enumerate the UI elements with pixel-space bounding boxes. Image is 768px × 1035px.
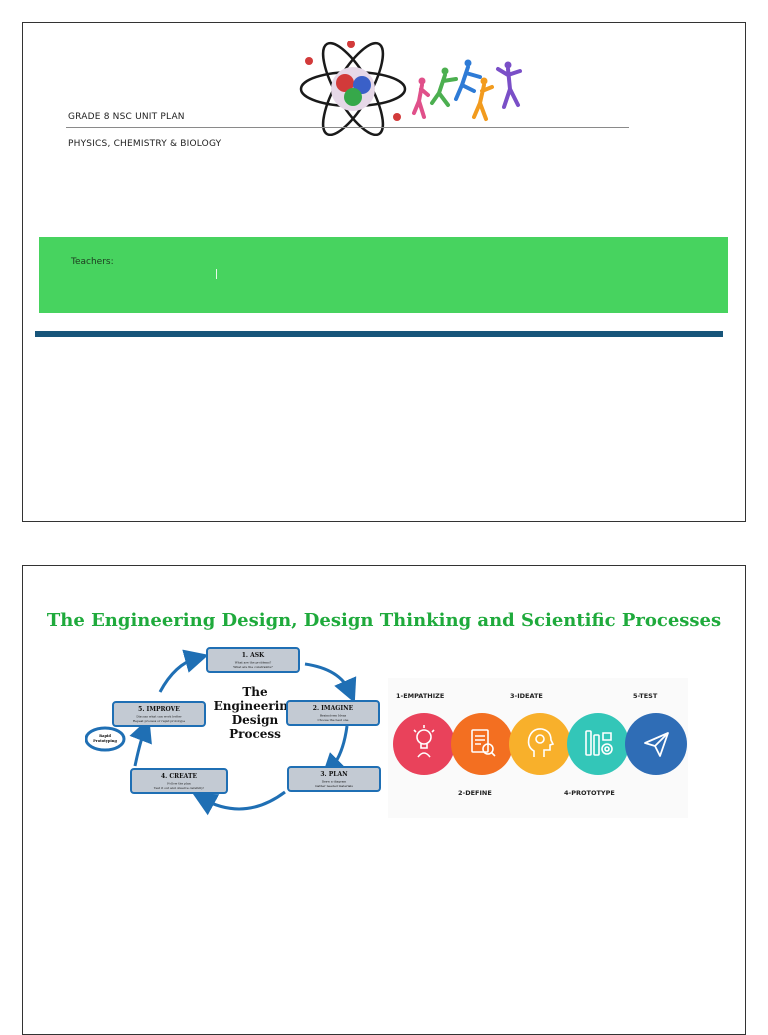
step-bullet: Brainstorm Ideas	[320, 714, 347, 718]
teachers-band: Teachers:	[39, 237, 728, 313]
step-bullet: What are the problems?	[235, 661, 272, 665]
step-imagine: 2. IMAGINE Brainstorm Ideas Choose the b…	[286, 700, 380, 726]
cycle-arrow-2	[321, 725, 349, 778]
step-improve: 5. IMPROVE Discuss what can work better …	[112, 701, 206, 727]
cycle-arrow-4	[129, 717, 152, 767]
cycle-arrow-1	[304, 662, 357, 704]
stage-label-define: 2-DEFINE	[458, 789, 492, 797]
step-plan: 3. PLAN Draw a diagram Gather needed mat…	[287, 766, 381, 792]
step-bullet: Repeat process or rapid prototype	[133, 719, 185, 723]
cycle-arrow-3	[192, 790, 286, 816]
step-title: 4. CREATE	[161, 773, 197, 780]
step-bullet: Choose the best one	[318, 718, 349, 722]
unit-plan-subtitle: PHYSICS, CHEMISTRY & BIOLOGY	[68, 139, 222, 149]
edp-title-line4: Process	[229, 727, 281, 741]
paper-plane-icon	[644, 732, 669, 757]
document-search-icon	[471, 729, 496, 757]
tools-gear-icon	[585, 730, 613, 756]
step-title: 1. ASK	[242, 652, 265, 659]
step-bullet: Test it out and observe carefully!	[154, 786, 204, 790]
process-page-title: The Engineering Design, Design Thinking …	[46, 610, 722, 631]
stage-label-empathize: 1-EMPATHIZE	[396, 692, 445, 700]
step-bullet: What are the constraints?	[233, 665, 273, 669]
step-title: 2. IMAGINE	[313, 705, 354, 712]
step-title: 5. IMPROVE	[138, 706, 180, 713]
empathize-circle	[393, 713, 455, 775]
define-circle	[451, 713, 513, 775]
ideate-circle	[509, 713, 571, 775]
text-cursor[interactable]	[216, 269, 217, 279]
step-title: 3. PLAN	[320, 771, 348, 778]
loop-label-line1: Rapid	[99, 734, 111, 738]
engineering-design-process-diagram: Rapid Prototyping The Engineering Design…	[84, 644, 385, 823]
step-bullet: Follow the plan	[167, 782, 191, 786]
cover-page: GRADE 8 NSC UNIT PLAN PHYSICS, CHEMISTRY…	[22, 22, 746, 522]
process-page: The Engineering Design, Design Thinking …	[22, 565, 746, 1035]
edp-title-line3: Design	[232, 713, 279, 727]
cycle-arrow-5	[158, 649, 209, 693]
prototype-circle	[567, 713, 629, 775]
athletes-figures	[412, 59, 522, 121]
step-create: 4. CREATE Follow the plan Test it out an…	[130, 768, 228, 794]
test-circle	[625, 713, 687, 775]
edp-title-line2: Engineering	[214, 699, 297, 713]
science-sports-logo	[298, 40, 533, 140]
section-rule	[35, 331, 723, 337]
stage-label-ideate: 3-IDEATE	[510, 692, 543, 700]
unit-plan-title: GRADE 8 NSC UNIT PLAN	[68, 112, 185, 122]
head-idea-icon	[527, 728, 555, 757]
loop-label-line2: Prototyping	[93, 739, 117, 743]
step-bullet: Discuss what can work better	[136, 715, 182, 719]
stage-label-prototype: 4-PROTOTYPE	[564, 789, 615, 797]
design-thinking-diagram: 1-EMPATHIZE 3-IDEATE 5-TEST 2-DEFINE 4-P…	[388, 678, 688, 818]
lightbulb-person-icon	[413, 725, 435, 758]
step-bullet: Gather needed materials	[315, 784, 353, 788]
rapid-prototyping-loop: Rapid Prototyping	[84, 726, 126, 752]
step-bullet: Draw a diagram	[322, 780, 347, 784]
atom-icon	[299, 40, 407, 137]
header-divider	[66, 127, 629, 128]
step-ask: 1. ASK What are the problems? What are t…	[206, 647, 300, 673]
edp-title-line1: The	[242, 685, 268, 699]
teachers-label: Teachers:	[71, 257, 114, 267]
stage-label-test: 5-TEST	[633, 692, 658, 700]
